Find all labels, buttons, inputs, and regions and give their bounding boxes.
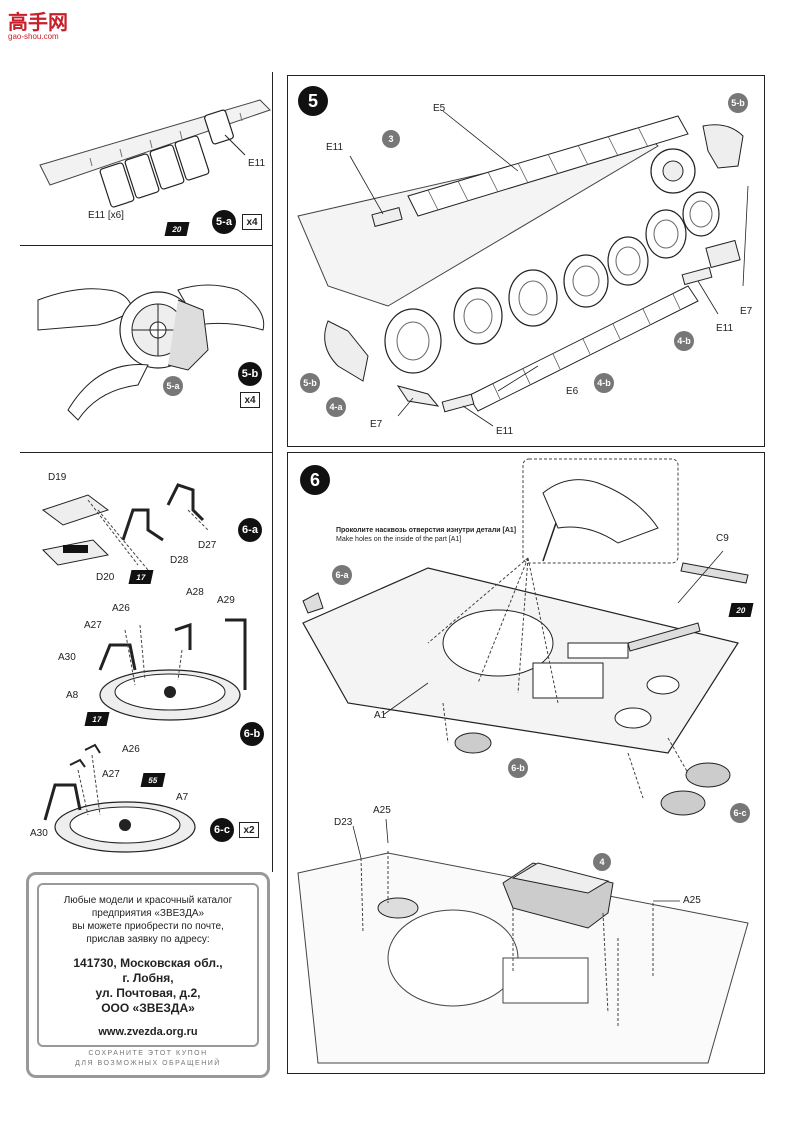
order-coupon: Любые модели и красочный каталог предпри… xyxy=(26,872,270,1078)
coupon-line-4: прислав заявку по адресу: xyxy=(86,934,210,945)
step6b-part-a30: A30 xyxy=(58,652,76,663)
step5b-tag-5a: 5-a xyxy=(163,376,183,396)
step5-tag-4b-right: 4-b xyxy=(674,331,694,351)
step6a-part-d19: D19 xyxy=(48,472,67,483)
step6-tag-6a: 6-a xyxy=(332,565,352,585)
step5-tag-5b-left: 5-b xyxy=(300,373,320,393)
step6b-part-a8: A8 xyxy=(66,690,79,701)
step5-tag-3: 3 xyxy=(382,130,400,148)
coupon-address-2: г. Лобня, xyxy=(122,971,174,985)
step6b-part-a26: A26 xyxy=(112,603,130,614)
step6-tag-4: 4 xyxy=(593,853,611,871)
step5-tag-5b-top: 5-b xyxy=(728,93,748,113)
step6c-badge: 6-c xyxy=(210,818,234,842)
step5-part-e7-right: E7 xyxy=(740,306,753,317)
coupon-address-4: ООО «ЗВЕЗДА» xyxy=(101,1001,195,1015)
step6c-part-a7: A7 xyxy=(176,792,189,803)
step6c-sprue-star: 55 xyxy=(140,773,166,787)
step6c-part-a26: A26 xyxy=(122,744,140,755)
step6b-sprue-star: 17 xyxy=(84,712,110,726)
step6-panel: 6 Проколите насквозь отверстия изнутри д… xyxy=(287,452,765,1074)
step6-part-a25-left: A25 xyxy=(373,805,391,816)
step5a-multiplier: x4 xyxy=(242,214,262,230)
step6a-sprue-star: 17 xyxy=(128,570,154,584)
step6-part-a1: A1 xyxy=(374,710,387,721)
coupon-address-3: ул. Почтовая, д.2, xyxy=(95,986,201,1000)
row-divider-2 xyxy=(20,452,272,453)
step6c-illustration xyxy=(43,743,196,853)
step6-tag-6c: 6-c xyxy=(730,803,750,823)
step5-part-e5: E5 xyxy=(433,103,446,114)
coupon-inner-box: Любые модели и красочный каталог предпри… xyxy=(37,883,259,1047)
step5-part-e11-bottom: E11 xyxy=(496,426,514,437)
step6a-badge: 6-a xyxy=(238,518,262,542)
logo-text: 高手网 xyxy=(8,10,68,34)
step6-sprue-star: 20 xyxy=(728,603,754,617)
step5a-sprue-star: 20 xyxy=(164,222,190,236)
step6b-part-a28: A28 xyxy=(186,587,204,598)
step6a-part-d27: D27 xyxy=(198,540,217,551)
step6-note-en: Make holes on the inside of the part [A1… xyxy=(336,536,462,543)
step5-part-e11-top: E11 xyxy=(326,142,344,153)
coupon-address-1: 141730, Московская обл., xyxy=(73,956,223,970)
step6-part-c9: C9 xyxy=(716,533,729,544)
step5a-part-e11: E11 xyxy=(248,158,266,169)
step5-tag-4b-bottom: 4-b xyxy=(594,373,614,393)
step6c-part-a30: A30 xyxy=(30,828,48,839)
step6-note: Проколите насквозь отверстия изнутри дет… xyxy=(336,526,516,544)
step6b-part-a27: A27 xyxy=(84,620,102,631)
step5-part-e11-right: E11 xyxy=(716,323,734,334)
step5b-illustration xyxy=(37,284,265,421)
step5-panel: 5 xyxy=(287,75,765,447)
step6-note-ru: Проколите насквозь отверстия изнутри дет… xyxy=(336,527,517,534)
step6-tag-6b: 6-b xyxy=(508,758,528,778)
step6b-part-a29: A29 xyxy=(217,595,235,606)
coupon-line-2: предприятия «ЗВЕЗДА» xyxy=(91,908,205,919)
step5-part-e6: E6 xyxy=(566,386,579,397)
step5a-illustration xyxy=(39,99,271,208)
step6a-part-d28: D28 xyxy=(170,555,189,566)
step6-part-a25-right: A25 xyxy=(683,895,701,906)
step5-tag-4a: 4-a xyxy=(326,397,346,417)
step5a-badge: 5-a xyxy=(212,210,236,234)
coupon-footer-1: СОХРАНИТЕ ЭТОТ КУПОН xyxy=(88,1050,208,1057)
coupon-footer: СОХРАНИТЕ ЭТОТ КУПОН ДЛЯ ВОЗМОЖНЫХ ОБРАЩ… xyxy=(29,1049,267,1069)
row-divider-1 xyxy=(20,245,272,246)
step5a-part-e11-x6: E11 [x6] xyxy=(88,210,124,221)
step5-number: 5 xyxy=(298,86,328,116)
step5b-multiplier: x4 xyxy=(240,392,260,408)
logo-url: gao-shou.com xyxy=(8,32,59,41)
coupon-line-3: вы можете приобрести по почте, xyxy=(72,921,224,932)
column-divider xyxy=(272,72,273,872)
coupon-line-1: Любые модели и красочный каталог xyxy=(63,895,233,906)
step6c-multiplier: x2 xyxy=(239,822,259,838)
step6a-part-d20: D20 xyxy=(96,572,115,583)
site-logo: 高手网 gao-shou.com xyxy=(8,6,68,41)
step6c-part-a27: A27 xyxy=(102,769,120,780)
step6-part-d23: D23 xyxy=(334,817,353,828)
step5-part-e7-left: E7 xyxy=(370,419,383,430)
step6b-illustration xyxy=(98,618,247,721)
step6-illustration xyxy=(297,458,749,1064)
step6b-badge: 6-b xyxy=(240,722,264,746)
step6a-illustration xyxy=(41,483,209,571)
step5-illustration xyxy=(297,110,749,427)
coupon-footer-2: ДЛЯ ВОЗМОЖНЫХ ОБРАЩЕНИЙ xyxy=(75,1060,221,1067)
coupon-website[interactable]: www.zvezda.org.ru xyxy=(98,1026,198,1038)
step6-number: 6 xyxy=(300,465,330,495)
step5b-badge: 5-b xyxy=(238,362,262,386)
